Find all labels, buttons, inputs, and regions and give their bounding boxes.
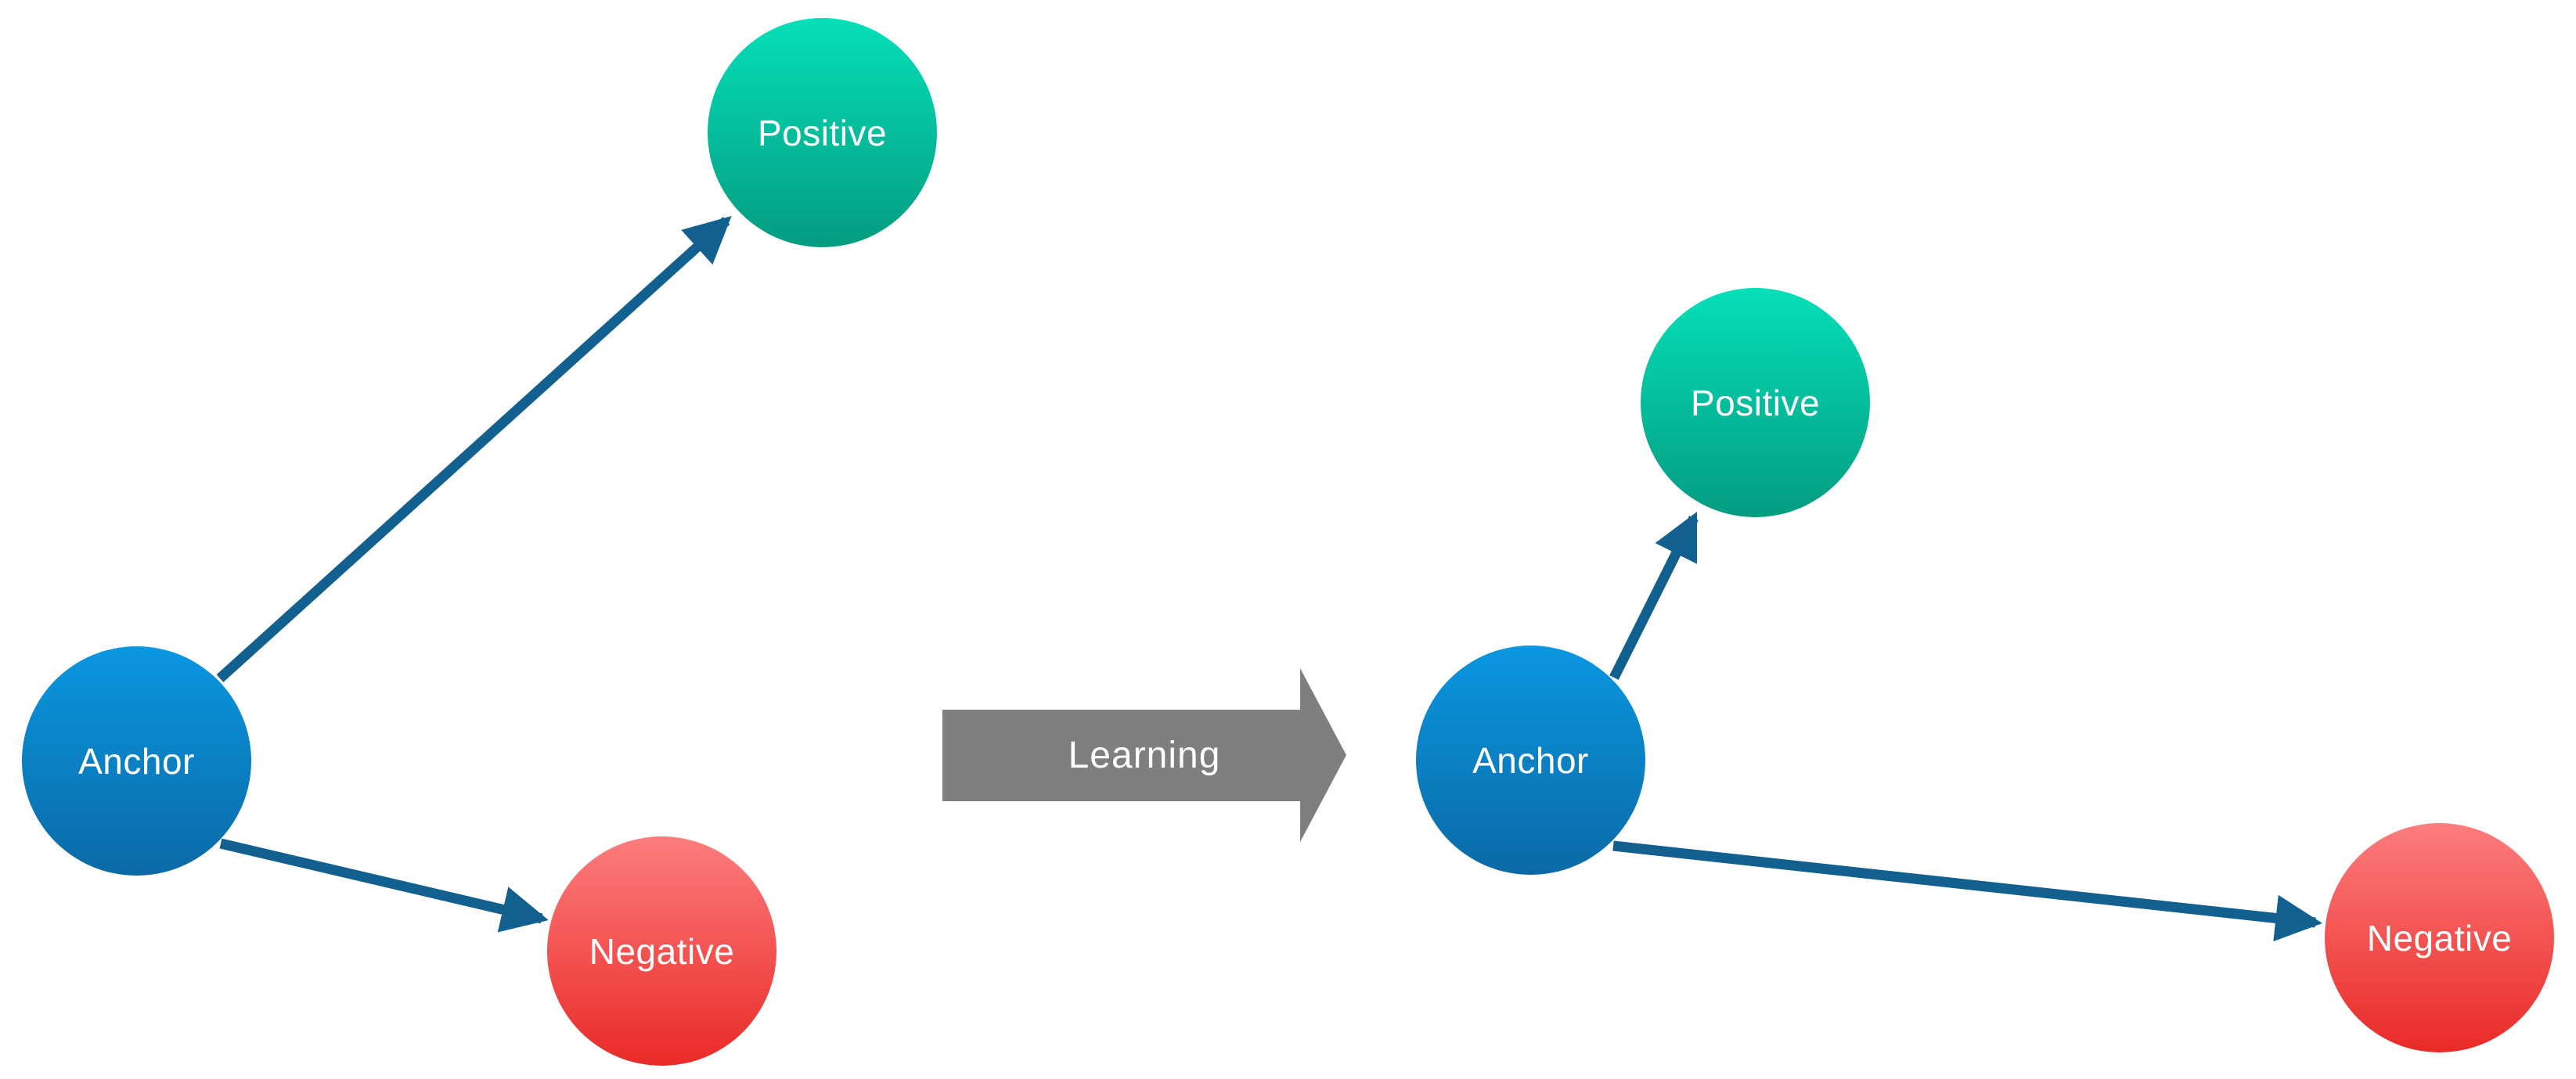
node-after-positive-label: Positive — [1690, 382, 1821, 423]
edge-after-anchor-to-positive — [1609, 511, 1699, 680]
learning-arrow-icon — [942, 668, 1346, 842]
edge-before-anchor-to-negative — [219, 838, 549, 933]
node-before-positive-label: Positive — [757, 112, 888, 153]
learning-arrow-label: Learning — [1068, 735, 1221, 776]
node-before-anchor-label: Anchor — [78, 740, 195, 782]
node-after-negative-label: Negative — [2366, 917, 2513, 959]
edge-after-anchor-to-negative — [1612, 840, 2322, 942]
node-after-anchor-label: Anchor — [1472, 739, 1589, 781]
node-after-anchor: Anchor — [1416, 646, 1645, 875]
node-before-negative: Negative — [547, 836, 776, 1066]
edge-before-anchor-to-positive — [216, 215, 732, 682]
node-before-negative-label: Negative — [589, 930, 735, 972]
node-after-positive: Positive — [1641, 288, 1870, 517]
node-before-anchor: Anchor — [22, 646, 251, 876]
node-after-negative: Negative — [2325, 823, 2554, 1052]
node-before-positive: Positive — [708, 18, 937, 247]
